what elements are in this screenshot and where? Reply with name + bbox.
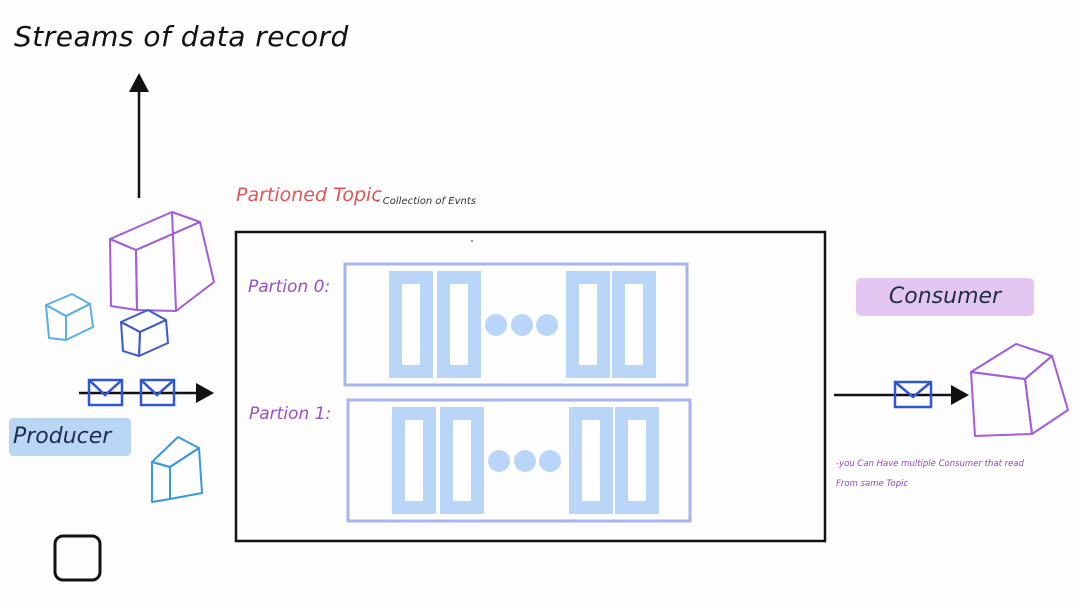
square-icon <box>53 534 102 582</box>
up-arrow-icon <box>129 73 149 198</box>
cube-icon <box>120 309 169 357</box>
producer-label: Producer <box>9 418 131 456</box>
diagram-title: Streams of data record <box>14 20 349 53</box>
cube-icon <box>109 211 215 312</box>
message-envelope-icon <box>87 378 124 407</box>
ink-dot <box>470 239 474 243</box>
cube-icon <box>45 293 94 341</box>
partition-1-log <box>346 398 692 523</box>
topic-container <box>234 230 827 543</box>
topic-description: - Collection of Evnts <box>376 196 476 207</box>
partition-0-log <box>343 262 689 387</box>
message-envelope-icon <box>893 380 933 409</box>
partition-0-label: Partion 0: <box>248 277 331 297</box>
partition-1-label: Partion 1: <box>249 404 332 424</box>
cube-icon <box>970 343 1069 437</box>
topic-label: Partioned Topic <box>236 184 382 206</box>
consumer-note-line-1: -you Can Have multiple Consumer that rea… <box>836 459 1024 469</box>
right-arrow-icon <box>79 383 214 403</box>
consumer-note-line-2: From same Topic <box>836 479 909 489</box>
cube-icon <box>151 436 203 503</box>
message-envelope-icon <box>139 378 176 407</box>
consumer-label: Consumer <box>856 278 1034 316</box>
